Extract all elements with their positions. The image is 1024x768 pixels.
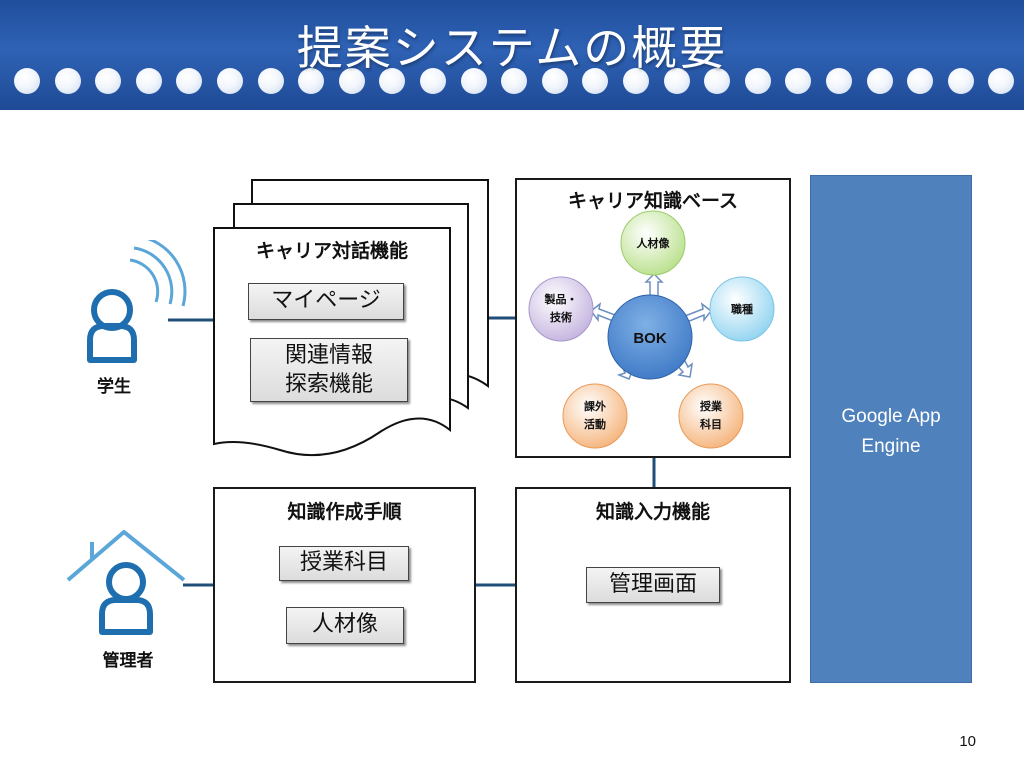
decorative-dot bbox=[988, 68, 1015, 94]
decorative-dot bbox=[501, 68, 528, 94]
decorative-dot bbox=[420, 68, 446, 94]
decorative-dot bbox=[541, 68, 568, 94]
admin-icon bbox=[66, 530, 186, 635]
title-bar: 提案システムの概要 bbox=[0, 0, 1024, 110]
career-dialog-title: キャリア対話機能 bbox=[255, 240, 408, 262]
arrow-up bbox=[644, 272, 664, 299]
node-bok bbox=[607, 294, 693, 380]
google-app-engine-line2: Engine bbox=[861, 436, 921, 457]
decorative-dot bbox=[623, 68, 649, 94]
talent-profile-button[interactable]: 人材像 bbox=[286, 607, 404, 644]
related-info-search-label-line1: 関連情報 bbox=[284, 343, 373, 368]
decorative-dot bbox=[663, 68, 690, 94]
decorative-dot bbox=[338, 68, 365, 94]
node-seihin-gijutsu bbox=[528, 276, 594, 342]
decorative-dot bbox=[460, 68, 487, 94]
node-seihin-label: 製品・ bbox=[544, 292, 578, 306]
decorative-dot bbox=[298, 68, 325, 94]
decorative-dot bbox=[826, 68, 852, 94]
student-label: 学生 bbox=[97, 377, 131, 397]
arrow-right bbox=[684, 302, 713, 323]
knowledge-input-title: 知識入力機能 bbox=[595, 501, 710, 523]
bok-arrows bbox=[589, 272, 713, 380]
node-jugyo-label: 授業 bbox=[700, 399, 723, 413]
decorative-dot bbox=[704, 68, 731, 94]
google-app-engine-label: Google App Engine bbox=[811, 402, 971, 462]
node-jinzaizo bbox=[620, 210, 686, 276]
slide-title: 提案システムの概要 bbox=[296, 21, 728, 75]
decorative-dot-row bbox=[0, 66, 1024, 98]
related-info-search-button[interactable]: 関連情報 探索機能 bbox=[250, 338, 408, 402]
google-app-engine-line1: Google App bbox=[841, 406, 941, 427]
decorative-dot bbox=[785, 68, 812, 94]
decorative-dot bbox=[176, 68, 203, 94]
decorative-dot bbox=[866, 68, 893, 94]
decorative-dot bbox=[947, 68, 974, 94]
arrow-left bbox=[589, 302, 616, 323]
decorative-dot bbox=[95, 68, 122, 94]
node-shokushu-label: 職種 bbox=[731, 302, 753, 316]
page-number: 10 bbox=[959, 733, 976, 750]
knowledge-procedure-panel: 知識作成手順 bbox=[213, 487, 476, 683]
decorative-dot bbox=[257, 68, 284, 94]
node-kagai-label: 課外 bbox=[584, 399, 606, 413]
course-subject-button[interactable]: 授業科目 bbox=[279, 546, 409, 581]
decorative-dot bbox=[907, 68, 934, 94]
node-jinzaizo-label: 人材像 bbox=[637, 236, 671, 250]
decorative-dot bbox=[217, 68, 243, 94]
mypage-button[interactable]: マイページ bbox=[248, 283, 404, 320]
node-gijutsu-label: 技術 bbox=[550, 310, 572, 324]
node-jugyo-kamoku bbox=[678, 383, 744, 449]
node-kamoku-label: 科目 bbox=[700, 417, 722, 431]
decorative-dot bbox=[744, 68, 771, 94]
student-icon bbox=[87, 240, 187, 363]
admin-screen-button[interactable]: 管理画面 bbox=[586, 567, 720, 603]
node-shokushu bbox=[709, 276, 775, 342]
career-knowledge-base-title: キャリア知識ベース bbox=[567, 190, 739, 212]
bok-diagram: 人材像 職種 授業 科目 課外 活動 製品・ 技術 BOK bbox=[528, 210, 775, 449]
google-app-engine-panel: Google App Engine bbox=[810, 175, 972, 683]
decorative-dot bbox=[54, 68, 81, 94]
node-katsudo-label: 活動 bbox=[584, 417, 606, 431]
decorative-dot bbox=[135, 68, 162, 94]
admin-label: 管理者 bbox=[102, 651, 154, 671]
node-kagai-katsudo bbox=[562, 383, 628, 449]
decorative-dot bbox=[379, 68, 406, 94]
knowledge-procedure-title: 知識作成手順 bbox=[287, 501, 402, 523]
related-info-search-label-line2: 探索機能 bbox=[284, 372, 373, 397]
decorative-dot bbox=[582, 68, 609, 94]
node-bok-label: BOK bbox=[633, 330, 667, 347]
decorative-dot bbox=[14, 68, 40, 94]
